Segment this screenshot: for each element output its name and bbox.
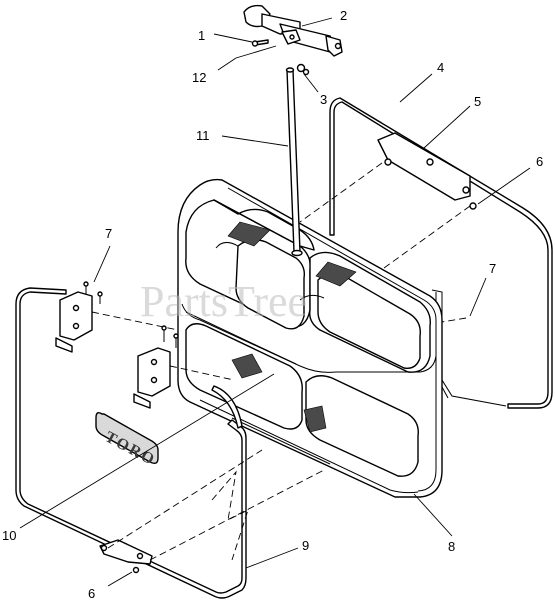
leader-6a xyxy=(477,167,531,205)
leader-6b xyxy=(107,571,133,587)
callout-2: 2 xyxy=(340,8,347,23)
left-frame-bracket-upper xyxy=(55,281,103,353)
leader-9 xyxy=(245,547,299,569)
callout-7-right: 7 xyxy=(489,261,496,276)
leader-10 xyxy=(19,373,275,529)
leader-3 xyxy=(303,73,319,93)
callout-10: 10 xyxy=(2,528,16,543)
top-mount-bracket xyxy=(243,4,343,57)
callout-1: 1 xyxy=(198,28,205,43)
callout-8: 8 xyxy=(448,539,455,554)
leader-8 xyxy=(413,493,453,537)
left-frame-bracket-lower xyxy=(133,325,179,409)
decal: TORO xyxy=(95,411,159,469)
callout-6-upper: 6 xyxy=(536,154,543,169)
leader-lines xyxy=(19,17,531,587)
washer-12 xyxy=(235,45,277,59)
leader-12 xyxy=(217,57,237,71)
leader-7a xyxy=(93,245,111,283)
leader-1 xyxy=(213,33,253,43)
left-frame xyxy=(15,287,247,599)
callout-11: 11 xyxy=(196,128,210,143)
tube xyxy=(285,67,303,257)
bolt-1 xyxy=(251,39,269,47)
leader-4 xyxy=(399,73,433,103)
hidden-lines-right xyxy=(299,162,471,323)
callout-4: 4 xyxy=(437,60,444,75)
leader-2 xyxy=(301,17,333,27)
tank-body xyxy=(177,178,443,498)
callout-7-left: 7 xyxy=(105,226,112,241)
leader-5 xyxy=(423,105,471,149)
callout-12: 12 xyxy=(192,70,206,85)
leader-7b xyxy=(469,277,487,317)
callout-6-lower: 6 xyxy=(88,586,95,601)
callout-9: 9 xyxy=(302,538,309,553)
callouts: 1 2 12 3 4 5 11 6 7 7 10 9 8 6 xyxy=(2,8,543,601)
hidden-lines-left xyxy=(91,311,325,561)
watermark: PartsTree xyxy=(140,277,307,326)
callout-3: 3 xyxy=(320,92,327,107)
leader-11 xyxy=(221,135,289,147)
nut-3 xyxy=(296,63,310,76)
callout-5: 5 xyxy=(474,94,481,109)
right-bracket xyxy=(377,132,477,210)
left-lower-bracket xyxy=(99,539,153,574)
